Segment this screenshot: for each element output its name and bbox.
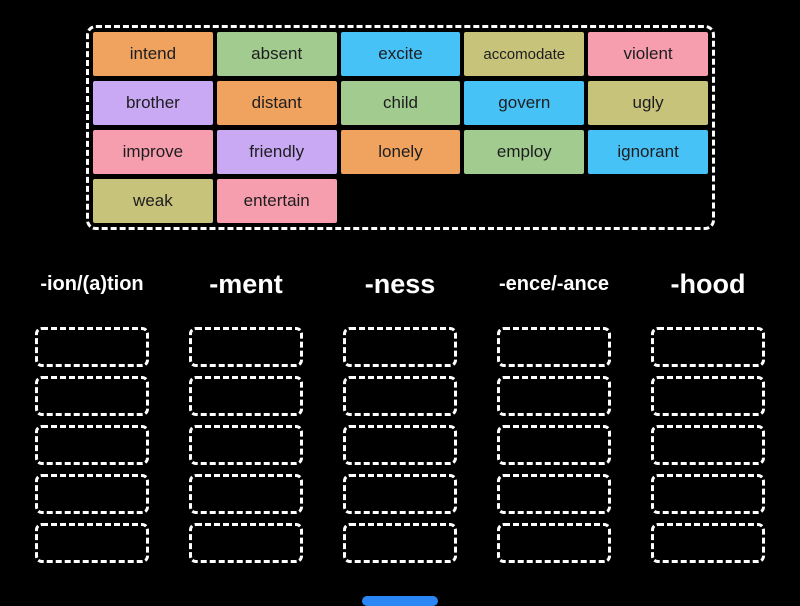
word-tile[interactable]: entertain <box>216 179 337 223</box>
category-column-ness: -ness <box>323 262 477 572</box>
slot-stack <box>497 327 611 572</box>
word-tile[interactable]: govern <box>464 81 585 125</box>
word-tile[interactable]: friendly <box>216 130 337 174</box>
drop-slot[interactable] <box>497 523 611 563</box>
drop-slot[interactable] <box>35 425 149 465</box>
category-columns: -ion/(a)tion -ment -ness -ence/- <box>15 262 785 572</box>
word-tile[interactable]: improve <box>93 130 213 174</box>
word-tile[interactable]: employ <box>464 130 585 174</box>
category-column-ence-ance: -ence/-ance <box>477 262 631 572</box>
drop-slot[interactable] <box>343 425 457 465</box>
drop-slot[interactable] <box>343 376 457 416</box>
word-tile[interactable]: distant <box>216 81 337 125</box>
word-tile[interactable]: child <box>340 81 461 125</box>
word-tile[interactable]: weak <box>93 179 213 223</box>
category-label: -ence/-ance <box>498 272 610 295</box>
word-tile[interactable]: accomodate <box>464 32 585 76</box>
drop-slot[interactable] <box>497 376 611 416</box>
word-tile[interactable]: absent <box>216 32 337 76</box>
word-tile[interactable]: ignorant <box>588 130 708 174</box>
category-column-hood: -hood <box>631 262 785 572</box>
word-tile[interactable]: intend <box>93 32 213 76</box>
category-column-ion-ation: -ion/(a)tion <box>15 262 169 572</box>
drop-slot[interactable] <box>651 474 765 514</box>
word-tile[interactable]: brother <box>93 81 213 125</box>
drop-slot[interactable] <box>189 474 303 514</box>
drop-slot[interactable] <box>651 523 765 563</box>
word-bank: intend absent excite accomodate violent … <box>86 25 715 230</box>
drop-slot[interactable] <box>497 425 611 465</box>
drop-slot[interactable] <box>343 474 457 514</box>
word-tile[interactable]: violent <box>588 32 708 76</box>
slot-stack <box>651 327 765 572</box>
category-label: -ion/(a)tion <box>40 272 144 295</box>
drop-slot[interactable] <box>497 327 611 367</box>
drop-slot[interactable] <box>189 425 303 465</box>
drop-slot[interactable] <box>651 327 765 367</box>
drop-slot[interactable] <box>35 376 149 416</box>
slot-stack <box>189 327 303 572</box>
drop-slot[interactable] <box>35 474 149 514</box>
category-label: -hood <box>670 268 746 299</box>
drop-slot[interactable] <box>189 327 303 367</box>
category-column-ment: -ment <box>169 262 323 572</box>
category-label: -ment <box>209 268 283 299</box>
slot-stack <box>343 327 457 572</box>
word-tile[interactable]: excite <box>340 32 461 76</box>
drop-slot[interactable] <box>189 523 303 563</box>
drop-slot[interactable] <box>35 523 149 563</box>
drop-slot[interactable] <box>343 523 457 563</box>
drop-slot[interactable] <box>497 474 611 514</box>
drop-slot[interactable] <box>651 425 765 465</box>
category-label: -ness <box>364 268 436 299</box>
submit-button[interactable] <box>362 596 438 606</box>
drop-slot[interactable] <box>35 327 149 367</box>
drop-slot[interactable] <box>343 327 457 367</box>
drop-slot[interactable] <box>189 376 303 416</box>
word-tile[interactable]: ugly <box>588 81 708 125</box>
drop-slot[interactable] <box>651 376 765 416</box>
word-tile[interactable]: lonely <box>340 130 461 174</box>
slot-stack <box>35 327 149 572</box>
